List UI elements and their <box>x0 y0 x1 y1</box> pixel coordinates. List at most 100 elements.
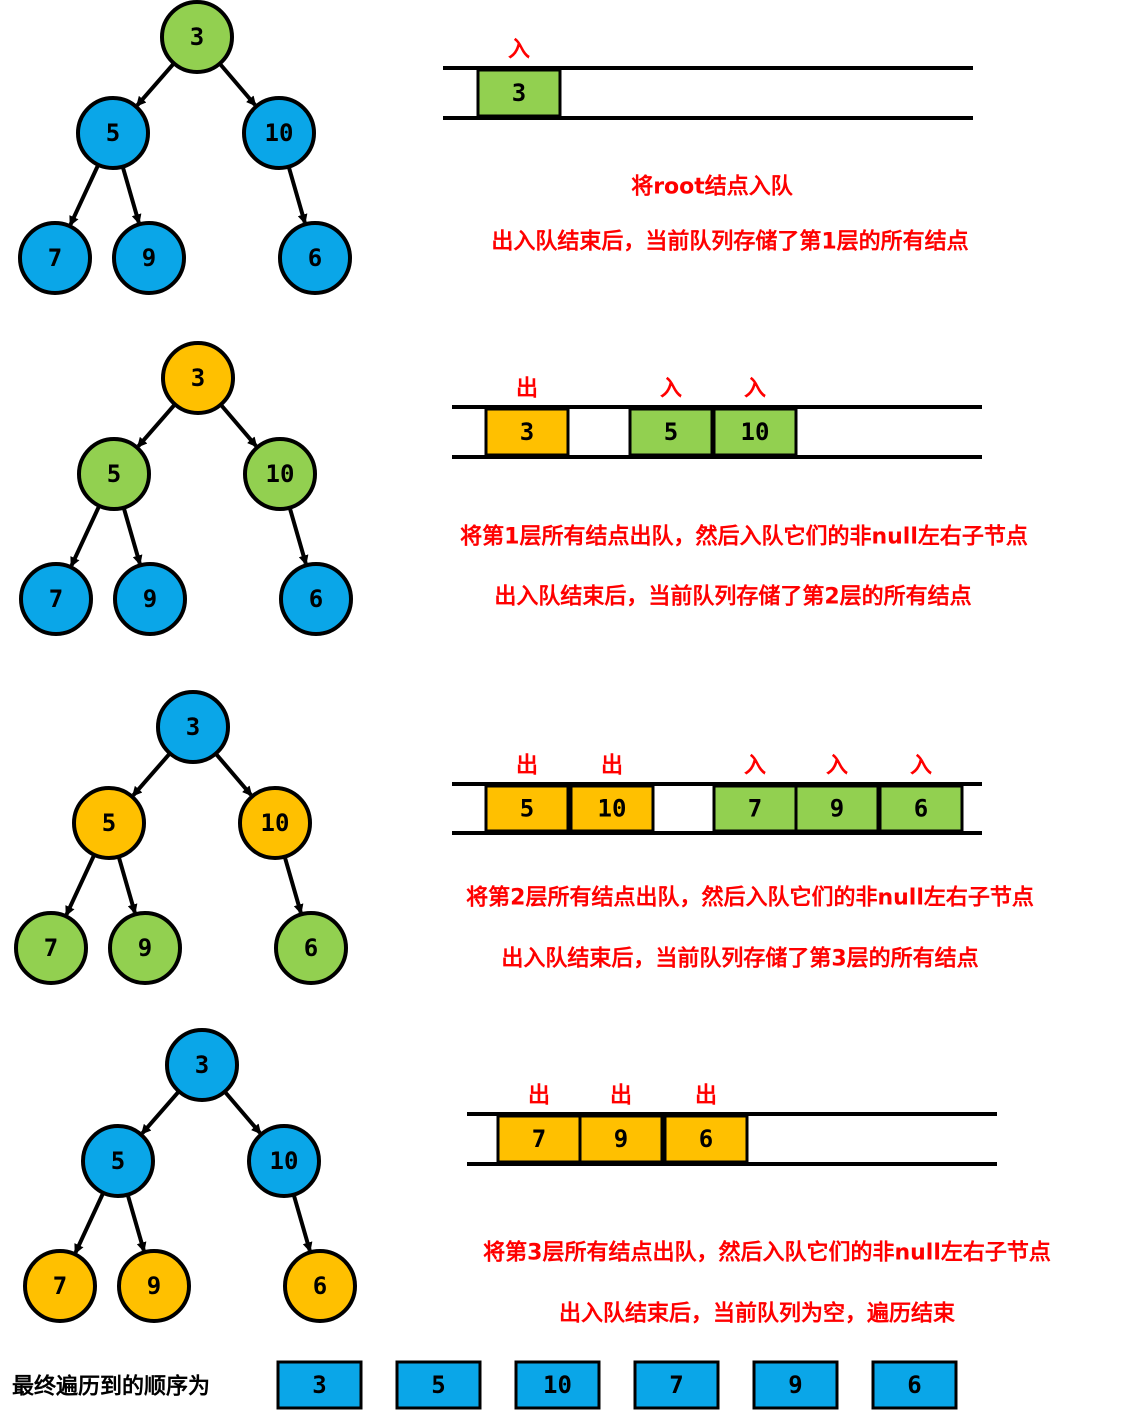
queue-cell-value: 9 <box>830 795 844 823</box>
tree-node-value: 3 <box>190 23 204 51</box>
result-label: 最终遍历到的顺序为 <box>12 1374 210 1400</box>
tree-edge-arrow <box>64 853 97 917</box>
queue-cell-value: 5 <box>664 418 678 446</box>
tree-edge-arrow <box>291 1194 313 1253</box>
queue-cell <box>628 407 714 457</box>
queue-mark-out: 出 <box>695 1084 717 1109</box>
tree-edge-arrow <box>286 166 308 225</box>
result-value: 3 <box>312 1371 326 1399</box>
step-caption-1: 将root结点入队 <box>631 174 794 200</box>
queue-cell-value: 5 <box>520 795 534 823</box>
queue-cell-value: 6 <box>914 795 928 823</box>
tree-node-rr <box>278 221 352 295</box>
tree-node-ll <box>18 221 92 295</box>
step-caption-2: 出入队结束后，当前队列存储了第1层的所有结点 <box>491 229 968 255</box>
result-value: 7 <box>669 1371 683 1399</box>
tree-edge-arrow <box>135 62 176 107</box>
queue-cell-value: 9 <box>614 1125 628 1153</box>
queue-cell-value: 7 <box>748 795 762 823</box>
tree-node-value: 10 <box>266 460 295 488</box>
queue-mark-in: 入 <box>508 38 530 63</box>
tree-node-value: 10 <box>270 1147 299 1175</box>
tree-edge-arrow <box>136 403 177 448</box>
tree-node-right <box>242 96 316 170</box>
queue-cell <box>484 407 570 457</box>
step-caption-2: 出入队结束后，当前队列存储了第2层的所有结点 <box>494 584 971 610</box>
queue-cell <box>712 407 798 457</box>
queue-cell-value: 3 <box>520 418 534 446</box>
tree-node-lr <box>117 1249 191 1323</box>
result-value: 9 <box>788 1371 802 1399</box>
result-box <box>514 1360 601 1410</box>
tree-node-value: 6 <box>304 934 318 962</box>
queue-mark-out: 出 <box>528 1084 550 1109</box>
tree-node-root <box>160 0 234 74</box>
queue-cell-value: 7 <box>532 1125 546 1153</box>
result-box <box>871 1360 958 1410</box>
result-box <box>276 1360 363 1410</box>
tree-node-lr <box>108 911 182 985</box>
tree-node-value: 9 <box>143 585 157 613</box>
tree-edge-arrow <box>73 1191 106 1255</box>
tree-edge-arrow <box>218 62 257 107</box>
tree-node-value: 10 <box>265 119 294 147</box>
queue-mark-out: 出 <box>516 377 538 402</box>
tree-edge-arrow <box>282 856 304 915</box>
queue-cell <box>794 784 880 833</box>
tree-node-value: 5 <box>102 809 116 837</box>
tree-node-left <box>81 1124 155 1198</box>
result-value: 10 <box>543 1371 572 1399</box>
tree-node-value: 10 <box>261 809 290 837</box>
tree-edge-arrow <box>68 163 101 227</box>
step-caption-2: 出入队结束后，当前队列为空，遍历结束 <box>559 1301 956 1327</box>
queue-cell <box>569 784 655 833</box>
queue-mark-out: 出 <box>610 1084 632 1109</box>
tree-edge-arrow <box>131 752 172 797</box>
tree-node-root <box>165 1028 239 1102</box>
result-box <box>395 1360 482 1410</box>
tree-edge-arrow <box>223 1090 262 1135</box>
result-box <box>633 1360 720 1410</box>
tree-node-value: 9 <box>147 1272 161 1300</box>
tree-node-rr <box>283 1249 357 1323</box>
queue-cell-value: 3 <box>512 79 526 107</box>
tree-node-right <box>243 437 317 511</box>
queue-cell <box>712 784 798 833</box>
queue-cell <box>878 784 964 833</box>
tree-edge-arrow <box>121 507 143 566</box>
tree-node-value: 9 <box>142 244 156 272</box>
tree-node-value: 7 <box>48 244 62 272</box>
queue-cell <box>484 784 570 833</box>
queue-cell-value: 6 <box>699 1125 713 1153</box>
tree-node-ll <box>19 562 93 636</box>
tree-node-lr <box>113 562 187 636</box>
step-caption-1: 将第3层所有结点出队，然后入队它们的非null左右子节点 <box>483 1240 1051 1266</box>
queue-mark-in: 入 <box>910 754 932 779</box>
queue-cell <box>578 1114 664 1164</box>
step-caption-2: 出入队结束后，当前队列存储了第3层的所有结点 <box>501 946 978 972</box>
tree-node-right <box>247 1124 321 1198</box>
tree-node-value: 7 <box>49 585 63 613</box>
queue-mark-in: 入 <box>744 754 766 779</box>
tree-edge-arrow <box>214 752 253 797</box>
tree-node-lr <box>112 221 186 295</box>
step-caption-1: 将第2层所有结点出队，然后入队它们的非null左右子节点 <box>466 885 1034 911</box>
queue-mark-in: 入 <box>826 754 848 779</box>
tree-edge-arrow <box>219 403 258 448</box>
queue-mark-in: 入 <box>660 377 682 402</box>
tree-node-value: 3 <box>191 364 205 392</box>
step-caption-1: 将第1层所有结点出队，然后入队它们的非null左右子节点 <box>460 524 1028 550</box>
tree-node-root <box>156 690 230 764</box>
tree-node-rr <box>274 911 348 985</box>
tree-edge-arrow <box>116 856 138 915</box>
queue-mark-out: 出 <box>516 754 538 779</box>
queue-cell-value: 10 <box>598 795 627 823</box>
tree-node-root <box>161 341 235 415</box>
tree-node-value: 3 <box>186 713 200 741</box>
